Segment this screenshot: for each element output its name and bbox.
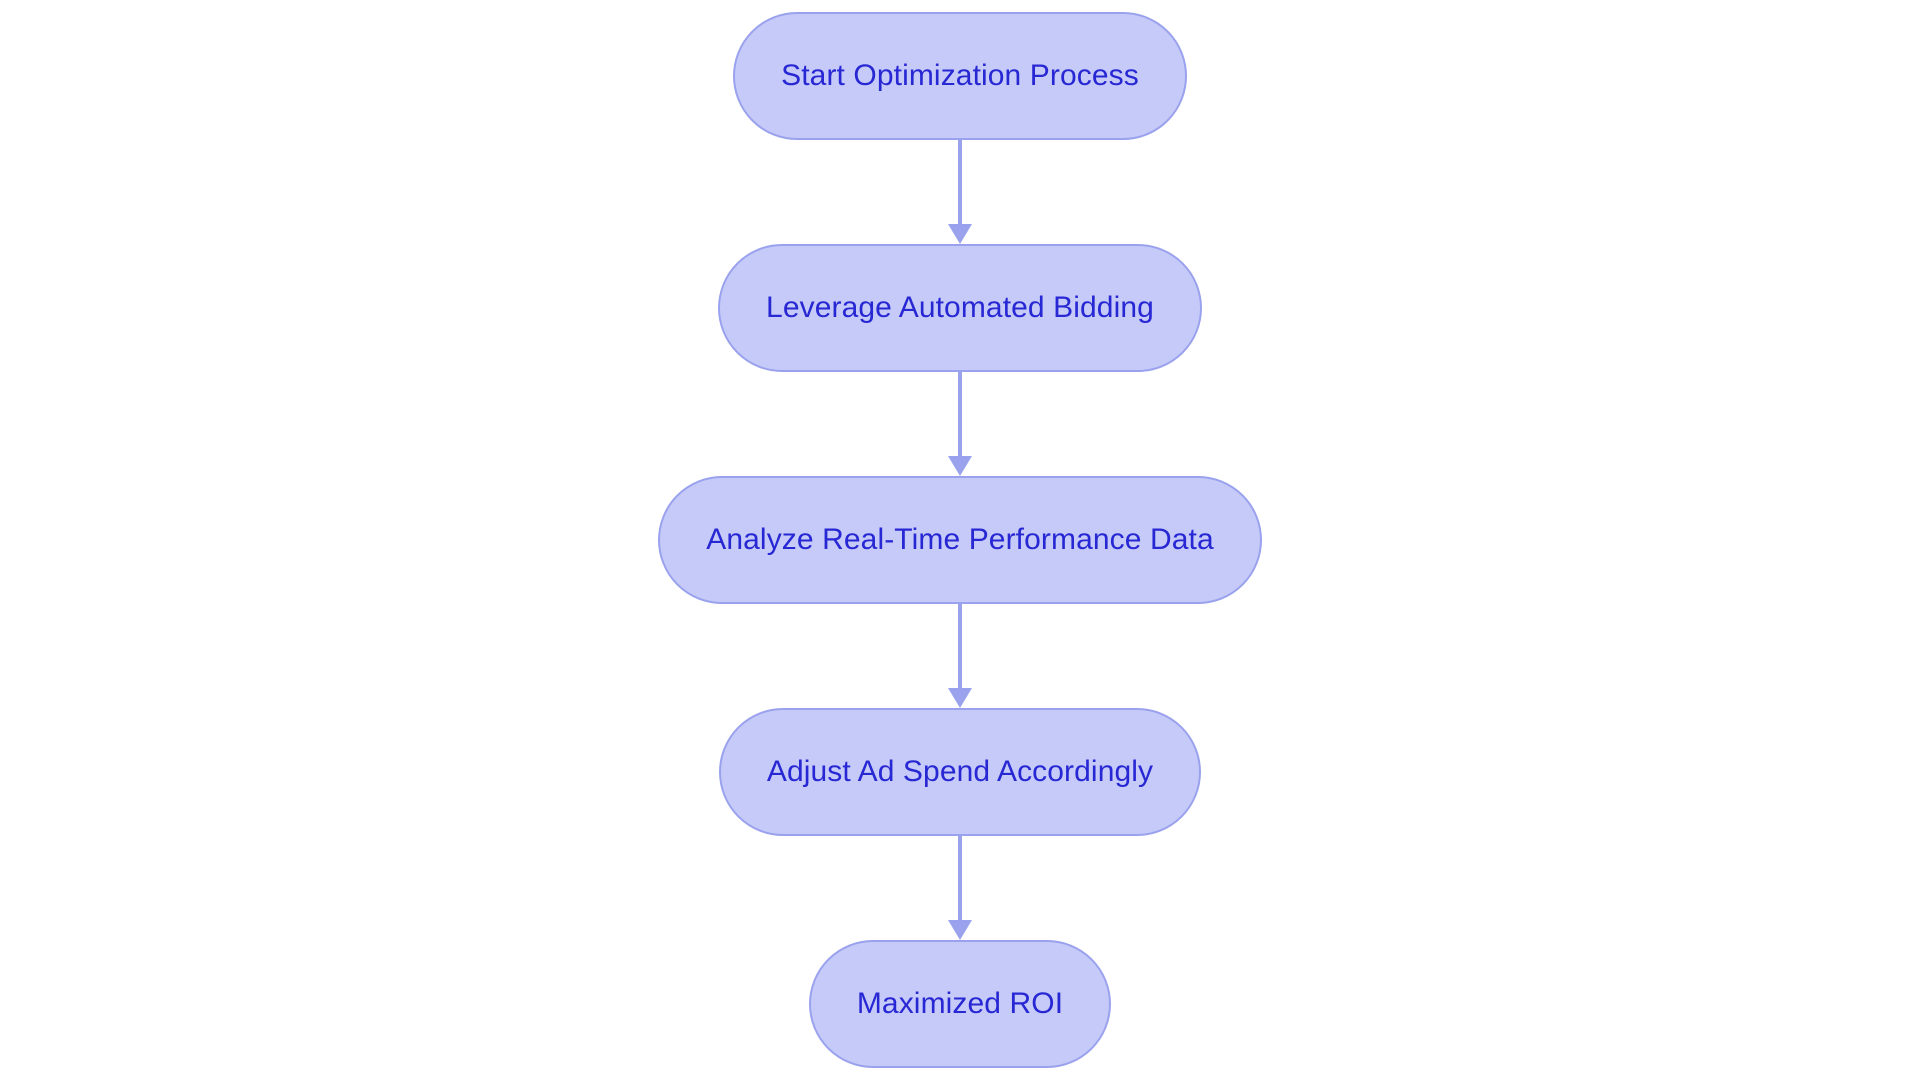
arrow-down-icon [948,456,972,476]
arrow-down-icon [948,920,972,940]
flow-node-adjust[interactable]: Adjust Ad Spend Accordingly [718,708,1202,836]
flow-node-analyze[interactable]: Analyze Real-Time Performance Data [658,476,1262,604]
flow-node-label-start: Start Optimization Process [781,59,1139,92]
flow-node-label-roi: Maximized ROI [856,987,1064,1020]
flow-edge-line [958,836,962,920]
flow-edge-line [958,372,962,456]
flow-node-bidding[interactable]: Leverage Automated Bidding [718,244,1202,372]
flow-node-label-adjust: Adjust Ad Spend Accordingly [766,755,1154,788]
flow-edge-line [958,604,962,688]
flow-edge-analyze-to-adjust [947,604,973,708]
flow-node-label-analyze: Analyze Real-Time Performance Data [706,523,1214,556]
flow-node-roi[interactable]: Maximized ROI [808,940,1112,1068]
flow-edge-adjust-to-roi [947,836,973,940]
flow-edge-line [958,140,962,224]
flow-node-label-bidding: Leverage Automated Bidding [766,291,1154,324]
arrow-down-icon [948,224,972,244]
flow-edge-start-to-bidding [947,140,973,244]
arrow-down-icon [948,688,972,708]
flow-edge-bidding-to-analyze [947,372,973,476]
flow-node-start[interactable]: Start Optimization Process [733,12,1187,140]
